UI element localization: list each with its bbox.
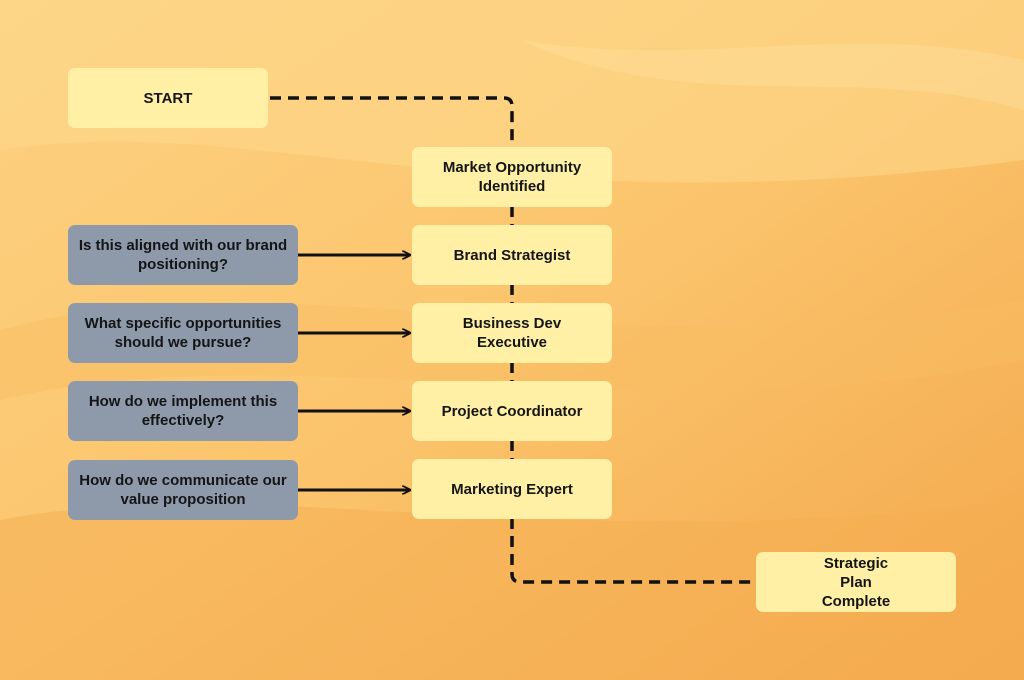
- question-communicate-label: How do we communicate our value proposit…: [79, 472, 287, 508]
- question-brand-box: Is this aligned with our brand positioni…: [68, 225, 298, 285]
- business-dev-label: Business Dev Executive: [462, 315, 562, 351]
- question-opportunities-label: What specific opportunities should we pu…: [84, 315, 282, 351]
- project-coordinator-label: Project Coordinator: [441, 402, 583, 420]
- complete-label: Strategic Plan Complete: [821, 554, 891, 610]
- marketing-expert-node: Marketing Expert: [412, 459, 612, 519]
- marketing-to-complete-connector: [510, 518, 756, 584]
- question-opportunities-box: What specific opportunities should we pu…: [68, 303, 298, 363]
- opportunity-node: Market Opportunity Identified: [412, 147, 612, 207]
- brand-strategist-node: Brand Strategist: [412, 225, 612, 285]
- main-flow-dashed-line: [270, 96, 756, 584]
- project-coordinator-node: Project Coordinator: [412, 381, 612, 441]
- start-label: START: [143, 89, 193, 107]
- question-brand-label: Is this aligned with our brand positioni…: [78, 237, 288, 273]
- start-to-opportunity-connector: [270, 96, 514, 148]
- question-implement-label: How do we implement this effectively?: [88, 393, 278, 429]
- marketing-expert-label: Marketing Expert: [451, 480, 573, 498]
- opportunity-label: Market Opportunity Identified: [442, 159, 582, 195]
- complete-node: Strategic Plan Complete: [756, 552, 956, 612]
- question-implement-box: How do we implement this effectively?: [68, 381, 298, 441]
- start-node: START: [68, 68, 268, 128]
- question-communicate-box: How do we communicate our value proposit…: [68, 460, 298, 520]
- business-dev-node: Business Dev Executive: [412, 303, 612, 363]
- brand-strategist-label: Brand Strategist: [453, 246, 571, 264]
